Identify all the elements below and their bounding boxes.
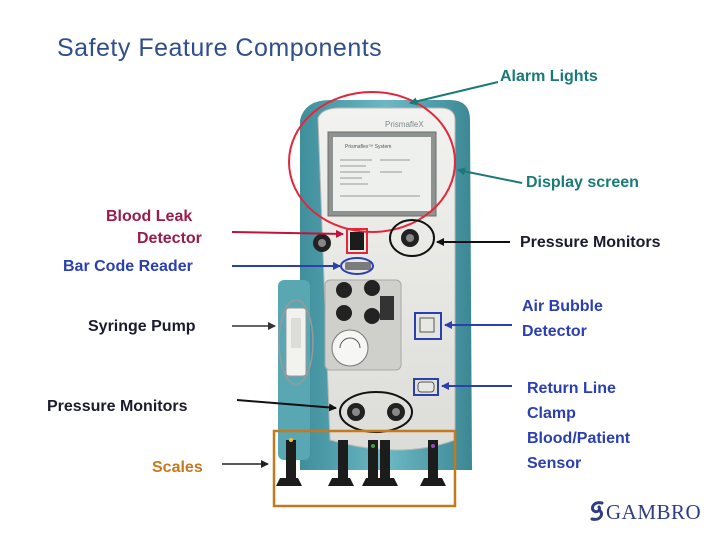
screen-header: Prismaflex™ System: [345, 144, 391, 150]
pump-area: [324, 279, 402, 371]
label-display-screen: Display screen: [526, 174, 639, 191]
scales-units: [276, 438, 446, 486]
pressure-knob-top-right: [401, 229, 419, 247]
brand-text: PrismafleX: [385, 120, 424, 129]
syringe-pump-unit: [285, 307, 307, 377]
label-scales: Scales: [152, 459, 203, 476]
label-return-line-line1: Return Line: [527, 380, 616, 397]
pressure-knob-bottom-left: [347, 403, 365, 421]
label-alarm-lights: Alarm Lights: [500, 68, 598, 85]
label-blood-patient-line2: Sensor: [527, 455, 582, 472]
label-syringe-pump: Syringe Pump: [88, 318, 196, 335]
alarm-lights-highlight: [288, 91, 456, 233]
bar-code-highlight: [340, 257, 374, 275]
pressure-knob-bottom-right: [387, 403, 405, 421]
label-return-line-line2: Clamp: [527, 405, 576, 422]
air-bubble-unit: [419, 317, 435, 333]
label-pressure-monitors-right: Pressure Monitors: [520, 234, 661, 251]
blood-leak-arrow: [231, 229, 344, 238]
label-air-bubble-line2: Detector: [522, 323, 587, 340]
gambro-logo-mark: [590, 501, 604, 521]
blood-leak-highlight: [346, 228, 368, 254]
label-pressure-monitors-left: Pressure Monitors: [47, 398, 188, 415]
display-screen-arrow: [457, 167, 523, 184]
label-blood-patient-line1: Blood/Patient: [527, 430, 631, 447]
slide-title: Safety Feature Components: [57, 34, 383, 62]
label-blood-leak-line1: Blood Leak: [106, 208, 193, 225]
gambro-logo: GAMBRO: [606, 500, 702, 524]
display-screen: Prismaflex™ System: [327, 131, 437, 217]
return-clamp-highlight: [413, 378, 439, 396]
scales-highlight: [272, 429, 457, 508]
air-bubble-highlight: [414, 312, 442, 340]
label-bar-code-reader: Bar Code Reader: [63, 258, 193, 275]
blood-leak-detector-unit: [350, 232, 364, 250]
syringe-highlight: [278, 299, 314, 385]
pressure-top-highlight: [389, 219, 435, 257]
pressure-left-arrow: [236, 399, 337, 412]
pressure-knob-top-left: [313, 234, 331, 252]
label-blood-leak-line2: Detector: [137, 230, 202, 247]
alarm-lights-arrow: [409, 81, 499, 106]
return-clamp-unit: [417, 381, 435, 393]
label-air-bubble-line1: Air Bubble: [522, 298, 603, 315]
bar-code-reader-unit: [345, 262, 371, 270]
